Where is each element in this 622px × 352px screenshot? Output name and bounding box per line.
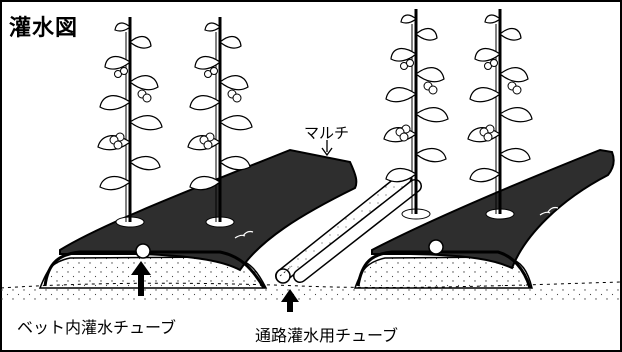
path-irrigation-tube bbox=[275, 171, 422, 284]
mulch-crease bbox=[539, 206, 559, 216]
figure-title: 灌水図 bbox=[9, 16, 79, 41]
tomato-plant-icon bbox=[97, 17, 163, 222]
arrow-down-icon bbox=[321, 140, 333, 157]
left-mulch bbox=[59, 148, 358, 272]
arrow-up-icon bbox=[281, 289, 299, 312]
right-mulch bbox=[371, 148, 615, 270]
right-mulch-edge bbox=[356, 250, 532, 289]
bed-irrigation-tube-left bbox=[135, 243, 151, 259]
mulch-crease bbox=[234, 230, 254, 239]
bed-tube-label: ベット内灌水チューブ bbox=[17, 318, 177, 337]
arrow-up-icon bbox=[131, 261, 151, 296]
bed-irrigation-tube-right bbox=[428, 239, 444, 255]
mulch-label: マルチ bbox=[304, 124, 350, 142]
soil-ground bbox=[1, 288, 621, 300]
path-tube-label: 通路灌水用チューブ bbox=[255, 326, 399, 345]
